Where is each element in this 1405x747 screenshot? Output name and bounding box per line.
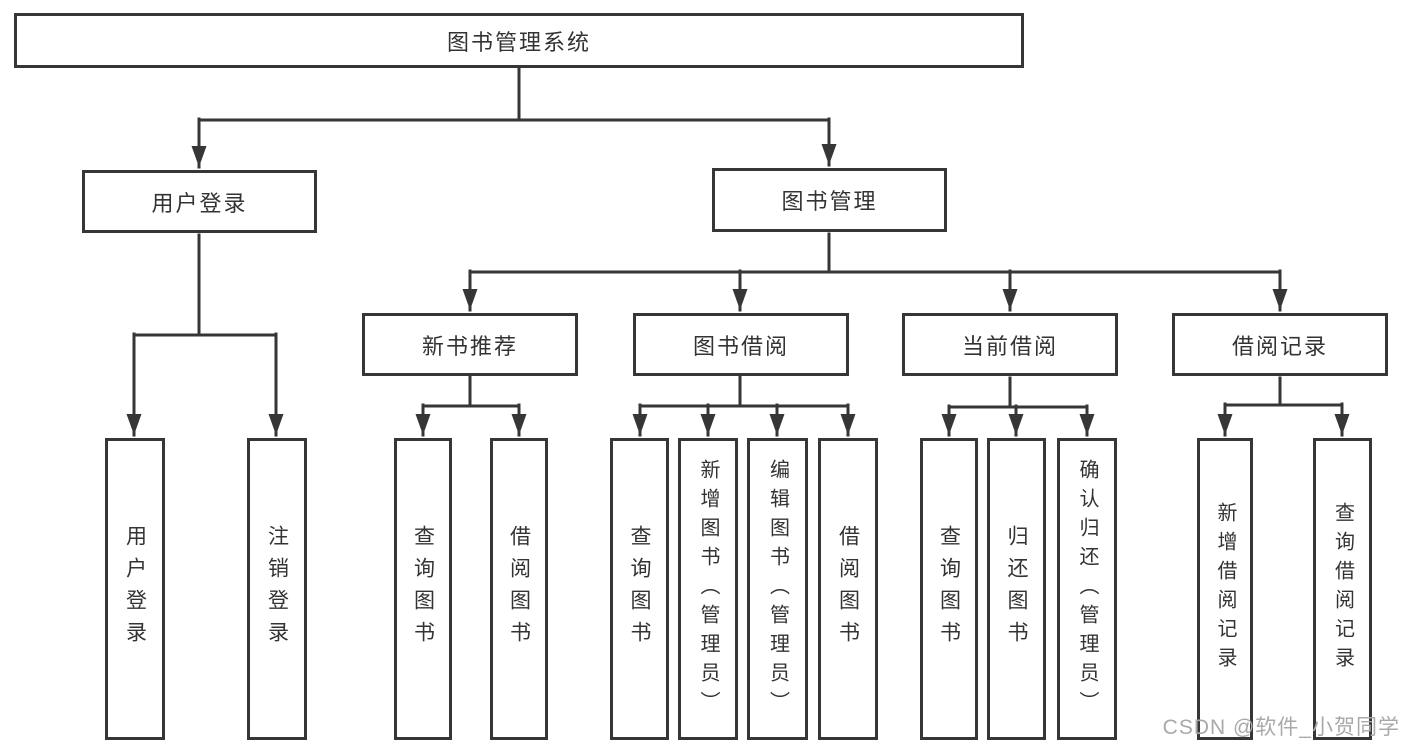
- node-book-borrow: 图书借阅: [633, 313, 849, 376]
- watermark-text: CSDN @软件_小贺同学: [1162, 716, 1400, 739]
- node-root-label: 图书管理系统: [446, 29, 591, 55]
- leaf-add-borrow-record: 新增借阅记录: [1197, 438, 1253, 740]
- leaf-logout: 注销登录: [247, 438, 307, 740]
- leaf-borrow-book: 借阅图书: [818, 438, 878, 740]
- node-current-borrow-label: 当前借阅: [961, 333, 1058, 359]
- node-borrow-records: 借阅记录: [1172, 313, 1388, 376]
- node-user-login: 用户登录: [82, 170, 317, 233]
- leaf-query-borrow-record: 查询借阅记录: [1313, 438, 1372, 740]
- leaf-user-login: 用户登录: [105, 438, 165, 740]
- leaf-confirm-return-admin: 确认归还（管理员）: [1057, 438, 1117, 740]
- leaf-confirm-return-admin-label: 确认归还（管理员）: [1076, 458, 1098, 720]
- leaf-borrow-book-label: 借阅图书: [836, 525, 860, 653]
- leaf-user-login-label: 用户登录: [123, 525, 147, 653]
- leaf-borrow-query-book: 查询图书: [610, 438, 669, 740]
- leaf-add-book-admin: 新增图书（管理员）: [678, 438, 738, 740]
- leaf-logout-label: 注销登录: [265, 525, 289, 653]
- leaf-recommend-query-book: 查询图书: [394, 438, 452, 740]
- node-current-borrow: 当前借阅: [902, 313, 1118, 376]
- leaf-recommend-query-book-label: 查询图书: [411, 525, 435, 653]
- leaf-add-book-admin-label: 新增图书（管理员）: [697, 458, 719, 720]
- leaf-borrow-query-book-label: 查询图书: [628, 525, 651, 653]
- node-book-management-label: 图书管理: [781, 189, 878, 214]
- leaf-recommend-borrow-book: 借阅图书: [490, 438, 548, 740]
- leaf-current-query-book: 查询图书: [920, 438, 978, 740]
- node-book-borrow-label: 图书借阅: [692, 333, 789, 359]
- leaf-current-query-book-label: 查询图书: [937, 525, 961, 653]
- node-borrow-records-label: 借阅记录: [1231, 333, 1328, 359]
- leaf-query-borrow-record-label: 查询借阅记录: [1331, 502, 1354, 676]
- node-book-management: 图书管理: [712, 168, 947, 232]
- leaf-recommend-borrow-book-label: 借阅图书: [507, 525, 531, 653]
- leaf-edit-book-admin: 编辑图书（管理员）: [747, 438, 808, 740]
- leaf-return-book: 归还图书: [987, 438, 1046, 740]
- leaf-add-borrow-record-label: 新增借阅记录: [1214, 502, 1236, 676]
- node-new-book-recommend: 新书推荐: [362, 313, 578, 376]
- leaf-return-book-label: 归还图书: [1005, 525, 1028, 653]
- node-root-library-system: 图书管理系统: [14, 13, 1024, 68]
- node-user-login-label: 用户登录: [151, 190, 248, 216]
- node-new-book-recommend-label: 新书推荐: [421, 333, 518, 359]
- leaf-edit-book-admin-label: 编辑图书（管理员）: [766, 458, 789, 720]
